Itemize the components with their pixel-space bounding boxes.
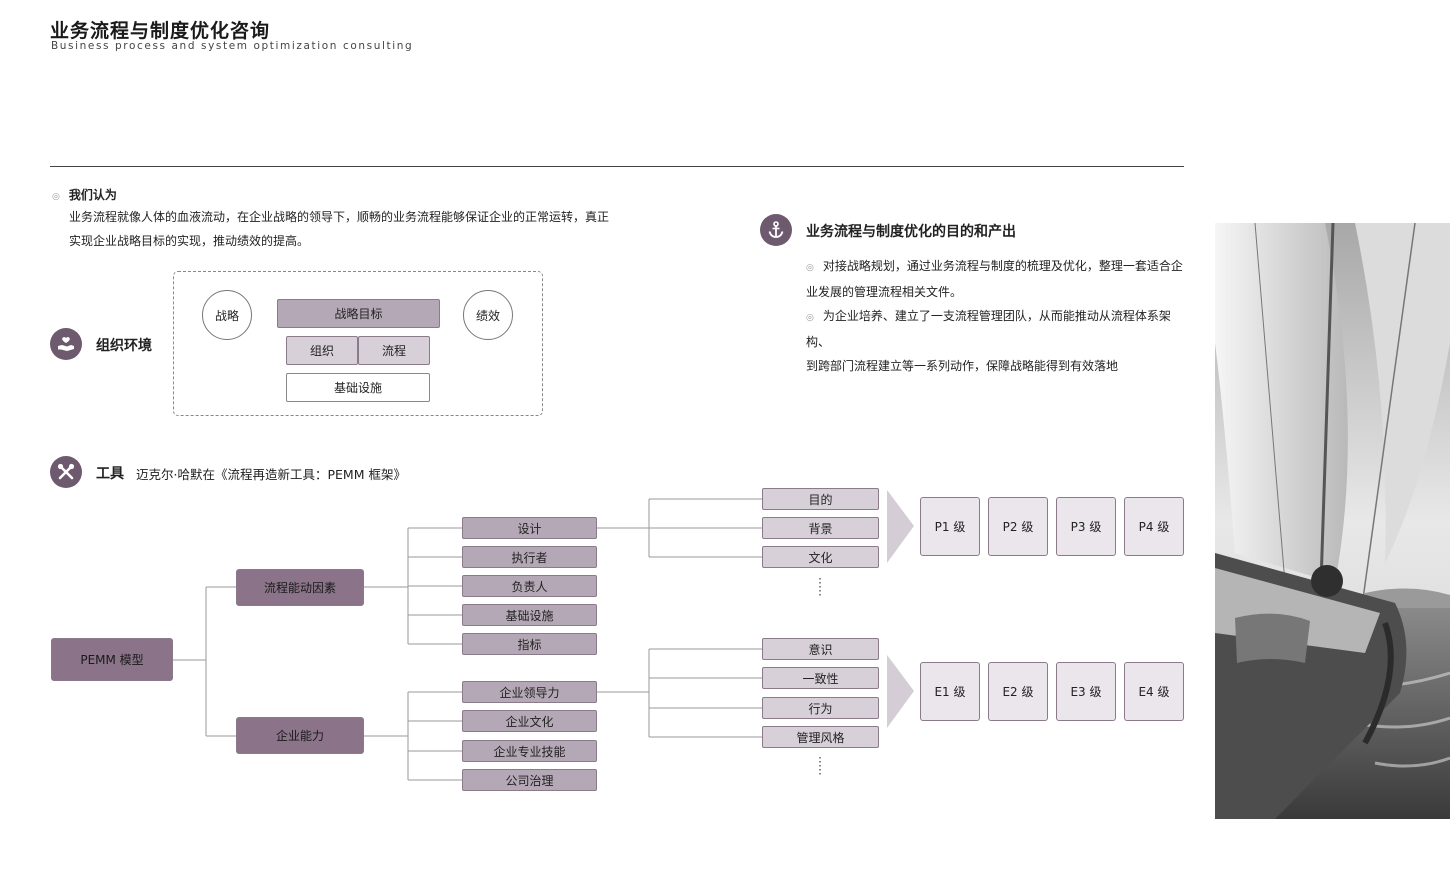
- purpose-item-2-line-1: ◎为企业培养、建立了一支流程管理团队，从而能推动从流程体系架构、: [806, 309, 1171, 349]
- capability-item: 企业专业技能: [462, 740, 597, 762]
- page-subtitle: Business process and system optimization…: [51, 40, 414, 52]
- tools-reference: 迈克尔·哈默在《流程再造新工具：PEMM 框架》: [136, 467, 406, 482]
- tools-label: 工具: [96, 466, 124, 482]
- enabler-sub-item: 目的: [762, 488, 879, 510]
- p-level-box: P4 级: [1124, 497, 1184, 556]
- enabler-item: 指标: [462, 633, 597, 655]
- purpose-heading: 业务流程与制度优化的目的和产出: [806, 224, 1016, 240]
- sailboat-photo: [1215, 223, 1450, 819]
- e-level-box: E3 级: [1056, 662, 1116, 721]
- more-ellipsis-icon: ·····: [818, 572, 822, 602]
- enabler-item: 执行者: [462, 546, 597, 568]
- intro-heading-row: ◎ 我们认为: [52, 186, 117, 203]
- capability-sub-item: 意识: [762, 638, 879, 660]
- infrastructure-box: 基础设施: [286, 373, 430, 402]
- purpose-item-1-line-1: ◎对接战略规划，通过业务流程与制度的梳理及优化，整理一套适合企: [806, 259, 1183, 273]
- purpose-body: ◎对接战略规划，通过业务流程与制度的梳理及优化，整理一套适合企 业发展的管理流程…: [806, 254, 1186, 378]
- purpose-item-2-line-2: 到跨部门流程建立等一系列动作，保障战略能得到有效落地: [806, 359, 1119, 373]
- strategy-goal-box: 战略目标: [277, 299, 440, 328]
- bullet-icon: ◎: [806, 313, 814, 323]
- intro-line-2: 实现企业战略目标的实现，推动绩效的提高。: [69, 234, 310, 248]
- tools-icon: [50, 456, 82, 488]
- arrow-p-levels: [887, 490, 914, 563]
- capability-item: 公司治理: [462, 769, 597, 791]
- capability-item: 企业文化: [462, 710, 597, 732]
- e-level-box: E1 级: [920, 662, 980, 721]
- capability-sub-item: 一致性: [762, 667, 879, 689]
- enabler-item: 基础设施: [462, 604, 597, 626]
- arrow-e-levels: [887, 655, 914, 728]
- process-enablers-node: 流程能动因素: [236, 569, 364, 606]
- anchor-icon: [760, 214, 792, 246]
- header-divider: [50, 166, 1184, 167]
- bullet-icon: ◎: [806, 263, 814, 273]
- intro-line-1: 业务流程就像人体的血液流动，在企业战略的领导下，顺畅的业务流程能够保证企业的正常…: [69, 210, 610, 224]
- intro-body: 业务流程就像人体的血液流动，在企业战略的领导下，顺畅的业务流程能够保证企业的正常…: [69, 205, 614, 253]
- intro-heading: 我们认为: [68, 188, 117, 202]
- capability-sub-item: 行为: [762, 697, 879, 719]
- p-level-box: P3 级: [1056, 497, 1116, 556]
- more-ellipsis-icon: ·····: [818, 751, 822, 781]
- e-level-box: E4 级: [1124, 662, 1184, 721]
- enabler-item: 负责人: [462, 575, 597, 597]
- enterprise-capabilities-node: 企业能力: [236, 717, 364, 754]
- purpose-item-1-line-2: 业发展的管理流程相关文件。: [806, 285, 963, 299]
- p-level-box: P1 级: [920, 497, 980, 556]
- bullet-icon: ◎: [52, 192, 60, 202]
- organization-box: 组织: [286, 336, 358, 365]
- process-box: 流程: [358, 336, 430, 365]
- e-level-box: E2 级: [988, 662, 1048, 721]
- performance-circle: 绩效: [463, 290, 513, 340]
- pemm-root: PEMM 模型: [51, 638, 173, 681]
- p-level-box: P2 级: [988, 497, 1048, 556]
- enabler-sub-item: 文化: [762, 546, 879, 568]
- strategy-circle: 战略: [202, 290, 252, 340]
- enabler-sub-item: 背景: [762, 517, 879, 539]
- org-env-label: 组织环境: [96, 338, 152, 354]
- capability-item: 企业领导力: [462, 681, 597, 703]
- hand-heart-icon: [50, 328, 82, 360]
- org-env-diagram: [173, 271, 543, 416]
- enabler-item: 设计: [462, 517, 597, 539]
- capability-sub-item: 管理风格: [762, 726, 879, 748]
- page-title: 业务流程与制度优化咨询: [50, 20, 271, 42]
